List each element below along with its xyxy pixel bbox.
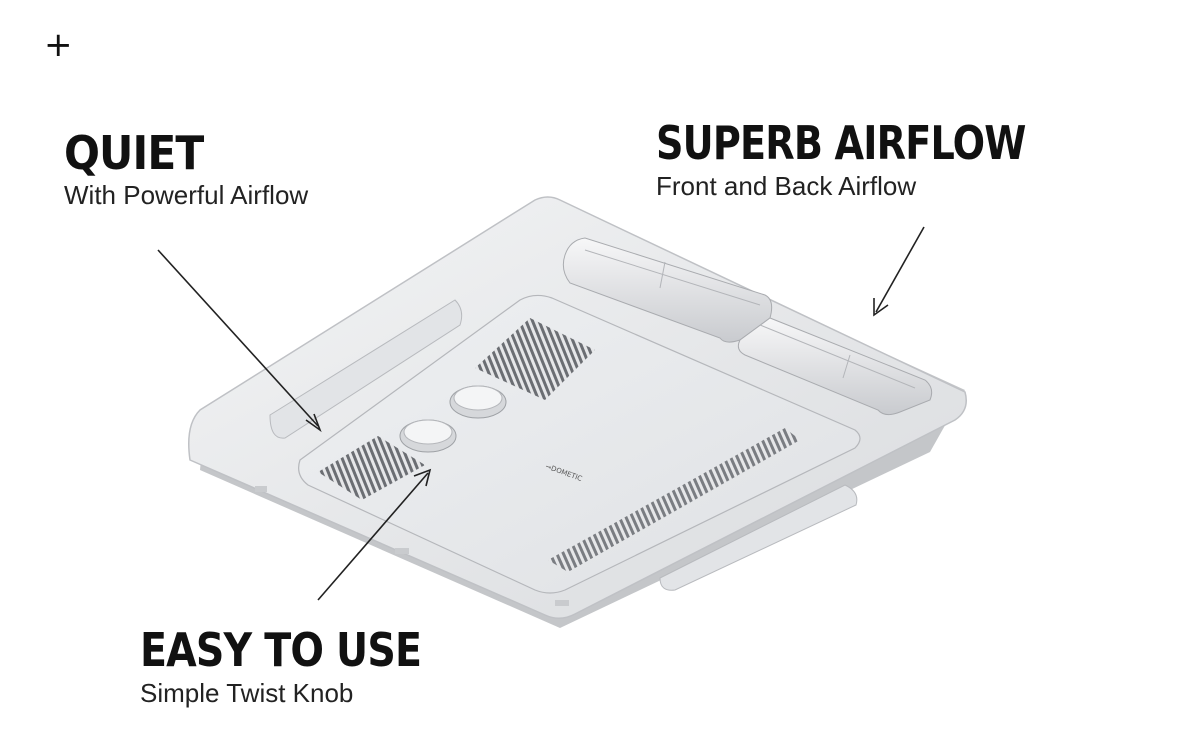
knob-fan-top bbox=[453, 385, 503, 411]
louver-divider bbox=[842, 354, 851, 379]
quiet-heading: QUIET bbox=[64, 126, 204, 180]
easy-arrow bbox=[317, 472, 429, 601]
inner-panel bbox=[298, 294, 861, 594]
frame-clip bbox=[395, 548, 409, 554]
frame-clip bbox=[255, 486, 267, 492]
frame-clip bbox=[555, 600, 569, 606]
airflow-arrow bbox=[875, 226, 925, 313]
easy-to-use-heading: EASY TO USE bbox=[140, 623, 422, 677]
plus-icon[interactable]: + bbox=[44, 25, 73, 65]
knob-temp-top bbox=[403, 419, 453, 445]
superb-airflow-subtitle: Front and Back Airflow bbox=[656, 171, 917, 201]
quiet-arrowhead bbox=[305, 413, 322, 433]
quiet-arrow bbox=[157, 249, 319, 427]
easy-arrowhead bbox=[413, 468, 432, 487]
easy-to-use-subtitle: Simple Twist Knob bbox=[140, 678, 354, 708]
grille-top bbox=[475, 318, 595, 400]
louver-divider bbox=[659, 261, 666, 289]
louver-line bbox=[584, 249, 761, 306]
grille-left bbox=[318, 436, 425, 500]
louver-front bbox=[737, 317, 933, 416]
superb-airflow-heading: SUPERB AIRFLOW bbox=[656, 116, 1026, 170]
side-vent-left bbox=[269, 299, 463, 439]
grille-front bbox=[548, 428, 800, 572]
quiet-subtitle: With Powerful Airflow bbox=[64, 180, 309, 210]
side-vent-right bbox=[659, 484, 858, 591]
louver-line bbox=[759, 324, 916, 389]
airflow-arrowhead bbox=[873, 298, 889, 317]
